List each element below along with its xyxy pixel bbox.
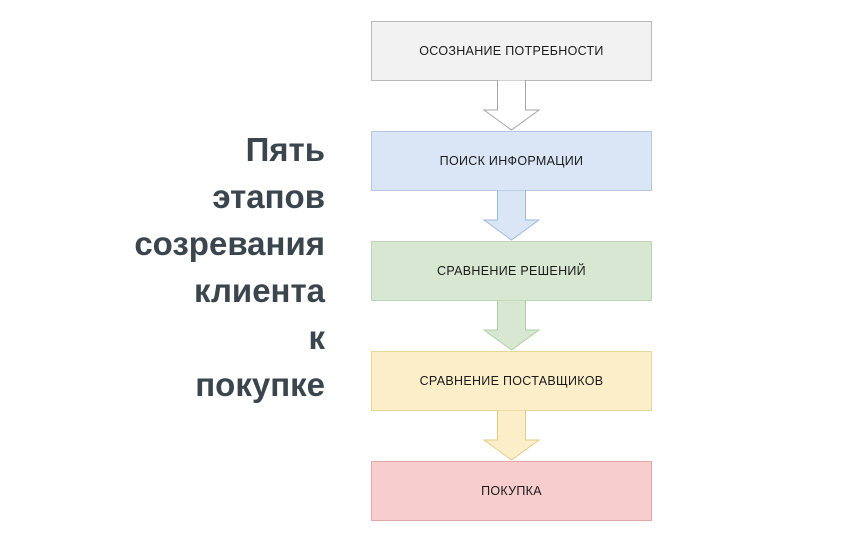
flow-node-1[interactable]: Осознание потребности — [371, 21, 652, 81]
flow-node-2-label: Поиск информации — [439, 153, 584, 168]
flow-arrow-3 — [371, 300, 652, 351]
flow-arrow-4 — [371, 410, 652, 461]
flow-arrow-1 — [371, 80, 652, 131]
down-arrow-icon — [482, 410, 541, 461]
flow-node-5-label: Покупка — [481, 483, 542, 498]
flow-node-4-label: Сравнение поставщиков — [419, 373, 604, 388]
down-arrow-icon — [482, 80, 541, 131]
flow-node-3[interactable]: Сравнение решений — [371, 241, 652, 301]
flow-node-1-label: Осознание потребности — [419, 43, 604, 58]
page-title: Пять этапов созревания клиента к покупке — [134, 131, 325, 403]
flow-node-5[interactable]: Покупка — [371, 461, 652, 521]
flowchart: Осознание потребности Поиск информации С… — [371, 21, 652, 521]
down-arrow-icon — [482, 300, 541, 351]
flow-arrow-2 — [371, 190, 652, 241]
flow-node-2[interactable]: Поиск информации — [371, 131, 652, 191]
flow-node-4[interactable]: Сравнение поставщиков — [371, 351, 652, 411]
flow-node-3-label: Сравнение решений — [437, 263, 586, 278]
down-arrow-icon — [482, 190, 541, 241]
